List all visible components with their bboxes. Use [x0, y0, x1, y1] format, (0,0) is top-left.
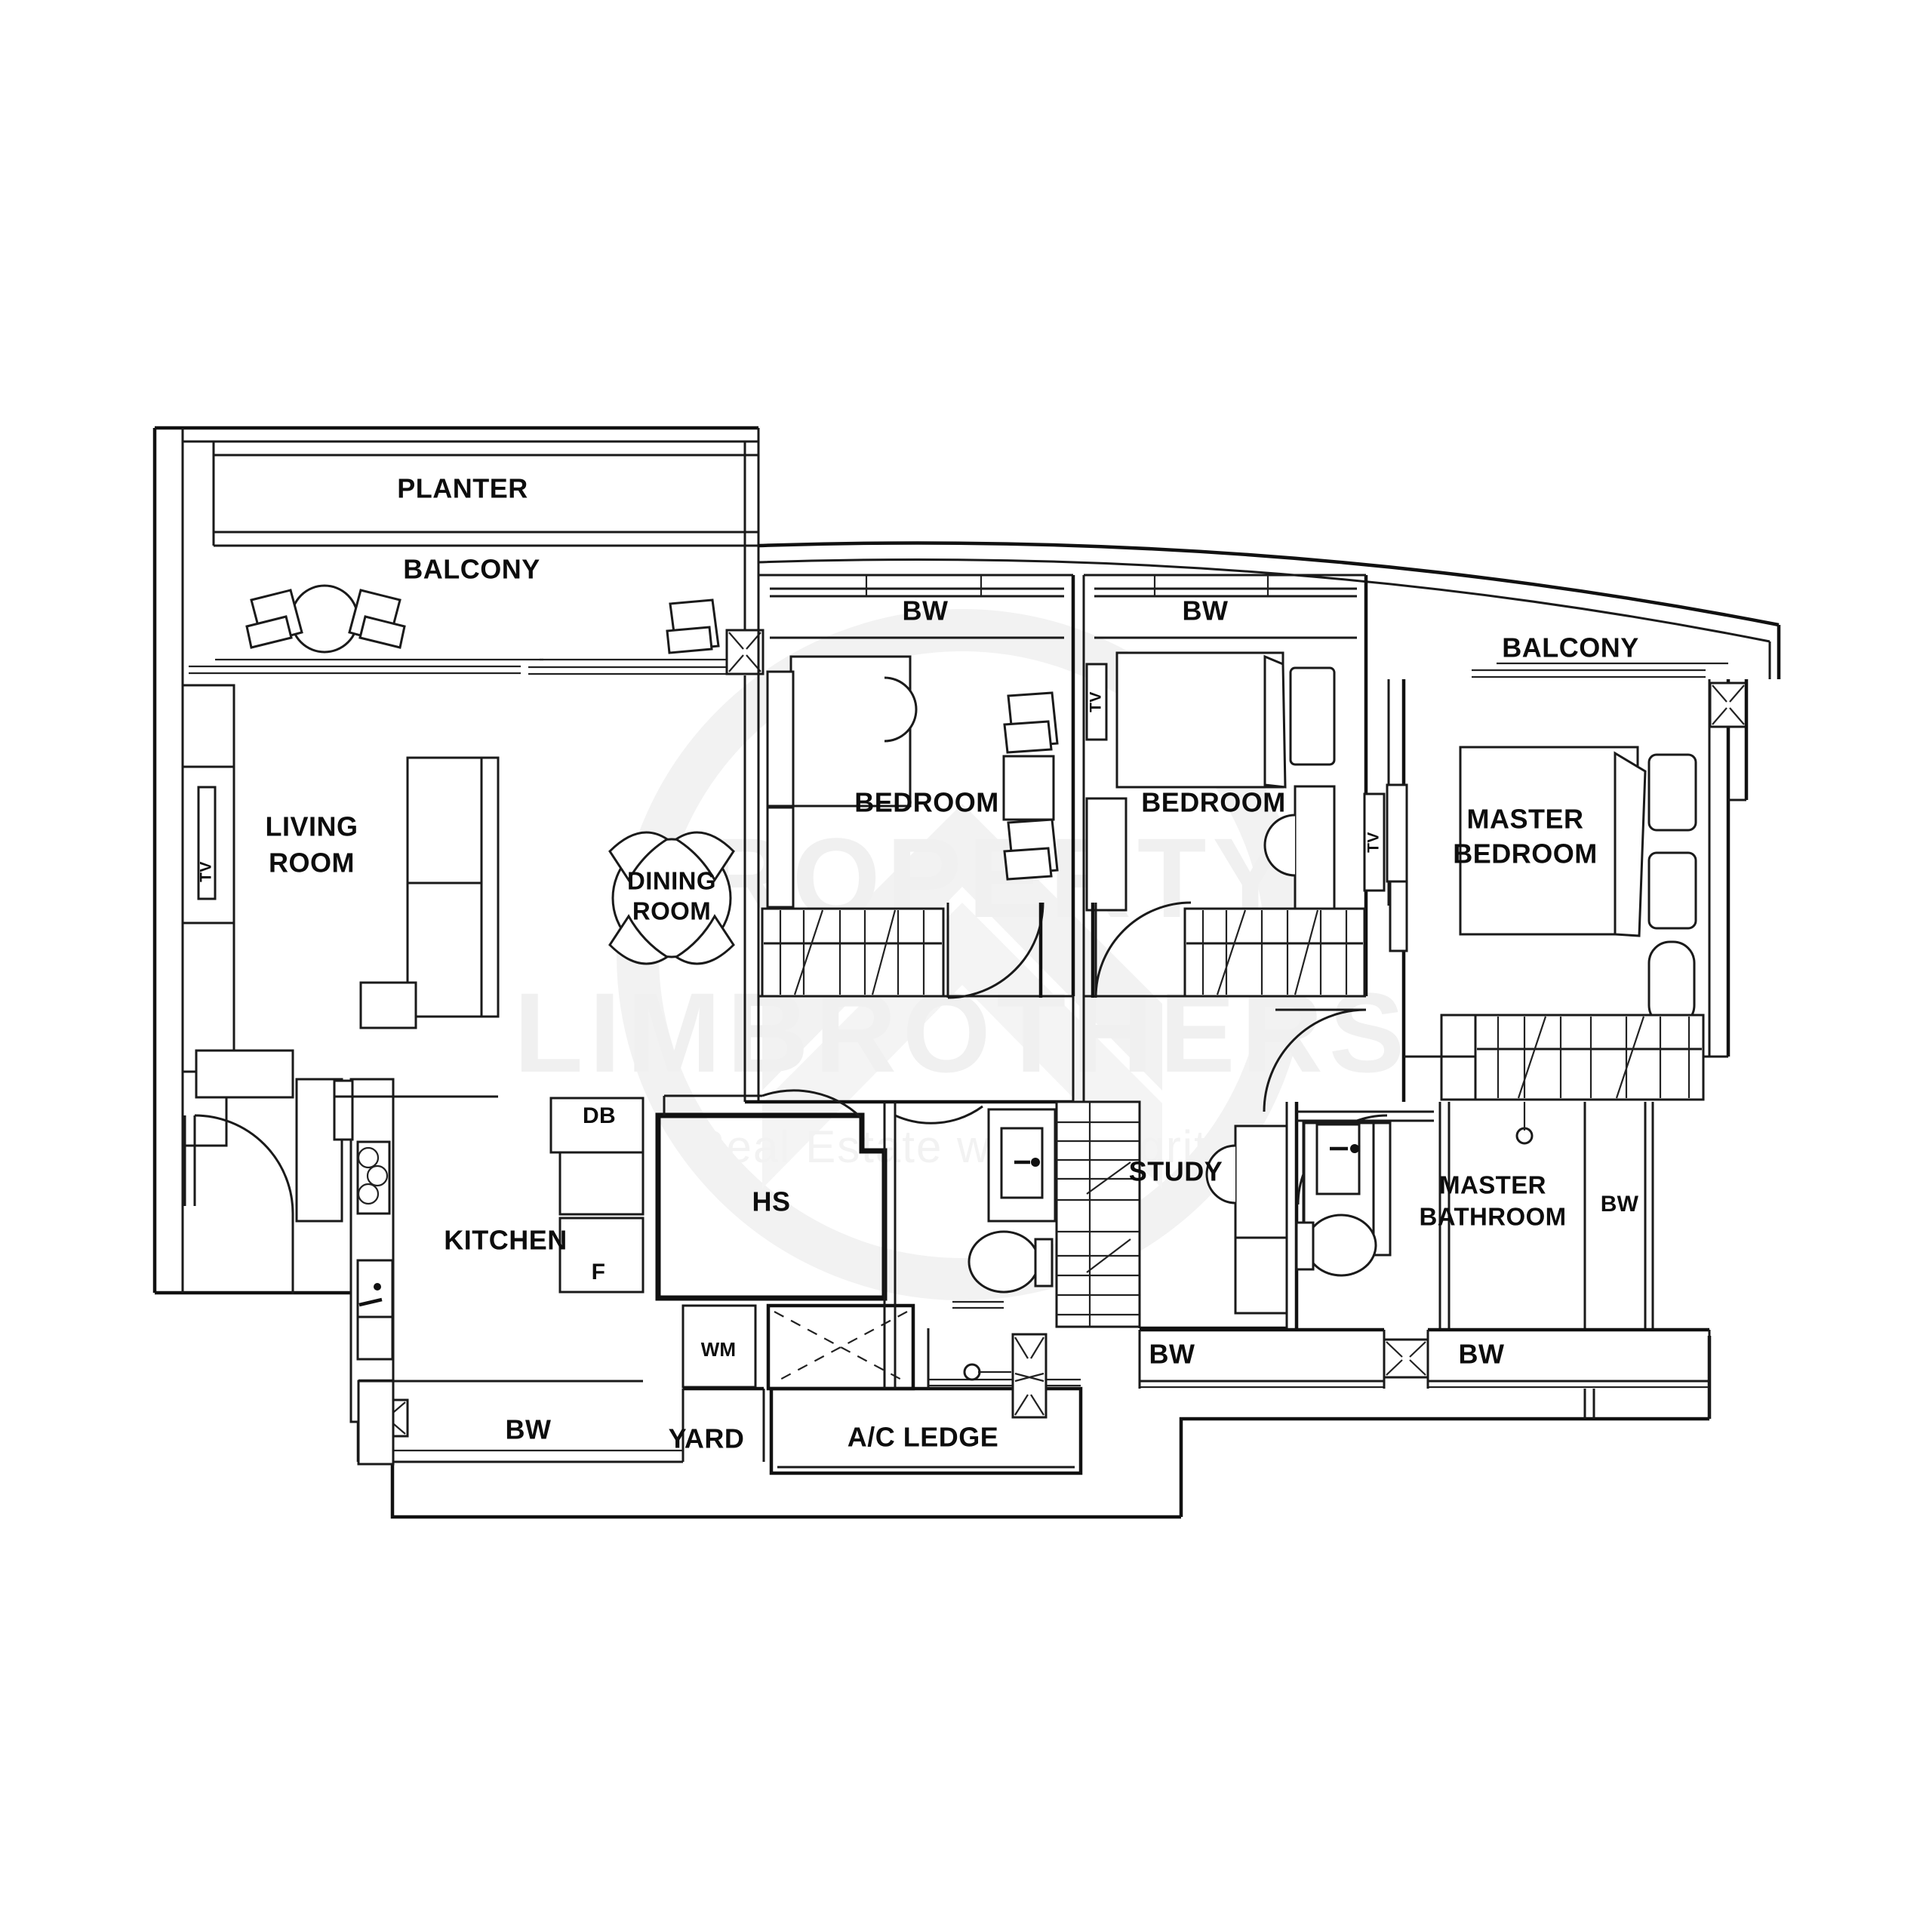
- room-label-master-bedroom-1: MASTER: [1467, 804, 1584, 835]
- room-label-master-bathroom-1: MASTER: [1439, 1171, 1546, 1199]
- balcony-furniture: [245, 584, 720, 654]
- room-label-study: STUDY: [1129, 1156, 1223, 1187]
- planter-room: [181, 428, 758, 1293]
- bay-window-label-bedroom-1: BW: [903, 595, 949, 626]
- lower-bay-window-band: [1138, 1327, 1711, 1419]
- room-label-balcony-living: BALCONY: [403, 554, 540, 585]
- ac-ledge-structure: [769, 1328, 1083, 1475]
- fixture-label-distribution-board: DB: [583, 1103, 616, 1128]
- curved-balcony-wall: [758, 541, 1781, 679]
- fixture-label-tv-bedroom-2: TV: [1365, 832, 1383, 853]
- master-bedroom-structure: [1386, 662, 1749, 1102]
- fixture-label-washing-machine: WM: [701, 1338, 737, 1361]
- study-structure: [1138, 1102, 1288, 1331]
- room-label-living-room-2: ROOM: [269, 848, 355, 878]
- room-label-bedroom-1: BEDROOM: [854, 787, 999, 818]
- room-label-master-bedroom-2: BEDROOM: [1453, 838, 1598, 869]
- room-label-dining-room-1: DINING: [627, 867, 716, 895]
- room-label-ac-ledge: A/C LEDGE: [848, 1422, 999, 1453]
- room-label-kitchen: KITCHEN: [444, 1225, 568, 1256]
- bay-window-label-study: BW: [1149, 1339, 1195, 1370]
- dining-table: [608, 831, 735, 965]
- bay-window-label-kitchen: BW: [506, 1414, 552, 1445]
- room-label-master-bathroom-2: BATHROOM: [1419, 1203, 1566, 1231]
- building-outline: [152, 426, 1712, 1519]
- fixture-label-tv-living-room: TV: [198, 861, 215, 882]
- common-bathroom-structure: [883, 1100, 1141, 1419]
- bay-window-label-master-right: BW: [1601, 1192, 1639, 1217]
- room-label-bedroom-2: BEDROOM: [1141, 787, 1286, 818]
- room-label-dining-room-2: ROOM: [632, 897, 711, 925]
- corridor-structure: [743, 675, 1367, 1112]
- room-label-household-shelter: HS: [752, 1186, 790, 1217]
- room-label-planter: PLANTER: [397, 473, 528, 504]
- watermark-tagline: Real Estate with Integrity: [692, 1121, 1232, 1172]
- bay-window-label-master-bath: BW: [1459, 1339, 1505, 1370]
- window-symbol-balcony-living: [725, 629, 764, 675]
- bedroom-2-structure: [1082, 574, 1386, 998]
- room-label-balcony-master: BALCONY: [1502, 632, 1639, 663]
- kitchen-structure: [183, 1049, 645, 1423]
- fixture-label-tv-bedroom-1: TV: [1088, 691, 1105, 712]
- bay-window-label-bedroom-2: BW: [1183, 595, 1229, 626]
- fixture-label-fridge: F: [592, 1260, 606, 1284]
- watermark-line1: PROPERTY: [623, 814, 1294, 941]
- bedroom-1-structure: [757, 574, 1075, 999]
- master-bathroom-structure: [1285, 1102, 1654, 1379]
- sofa: [359, 756, 500, 1029]
- room-label-living-room-1: LIVING: [265, 811, 358, 842]
- yard-structure: [357, 1303, 915, 1466]
- room-label-yard: YARD: [669, 1423, 745, 1454]
